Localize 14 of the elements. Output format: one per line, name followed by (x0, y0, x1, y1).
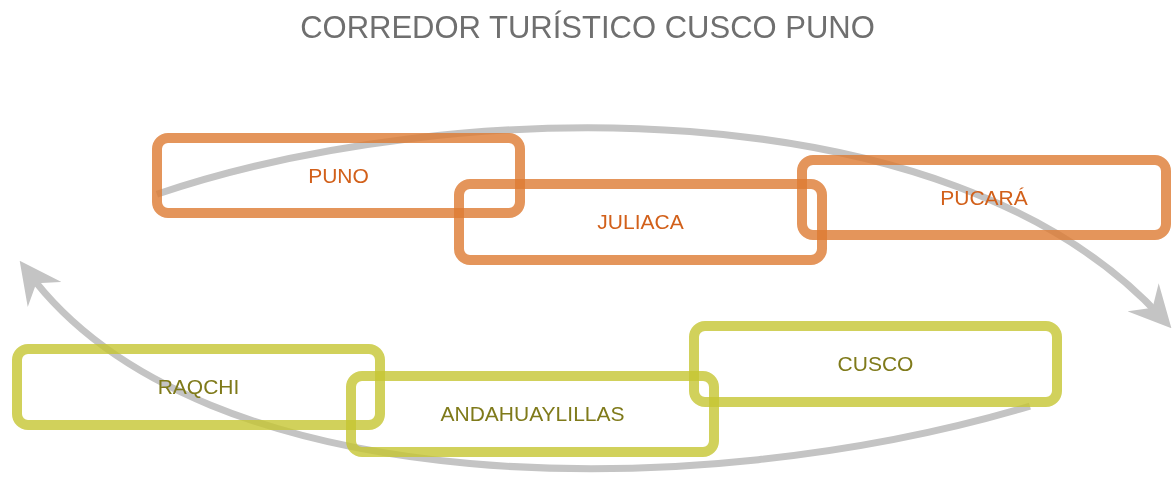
place-box (346, 371, 719, 457)
place-box (12, 344, 385, 430)
curved-arrow (18, 261, 1031, 472)
place-box (797, 155, 1171, 240)
place-name: CUSCO (837, 352, 914, 376)
place-box (152, 133, 525, 218)
place-box (454, 179, 827, 265)
place-name: JULIACA (597, 210, 684, 234)
place-box (689, 321, 1062, 407)
place-name: PUNO (308, 163, 369, 188)
place-name: PUCARÁ (940, 185, 1028, 210)
place-name: RAQCHI (157, 375, 240, 399)
title: CORREDOR TURÍSTICO CUSCO PUNO (299, 10, 876, 46)
place-name: ANDAHUAYLILLAS (440, 402, 625, 426)
